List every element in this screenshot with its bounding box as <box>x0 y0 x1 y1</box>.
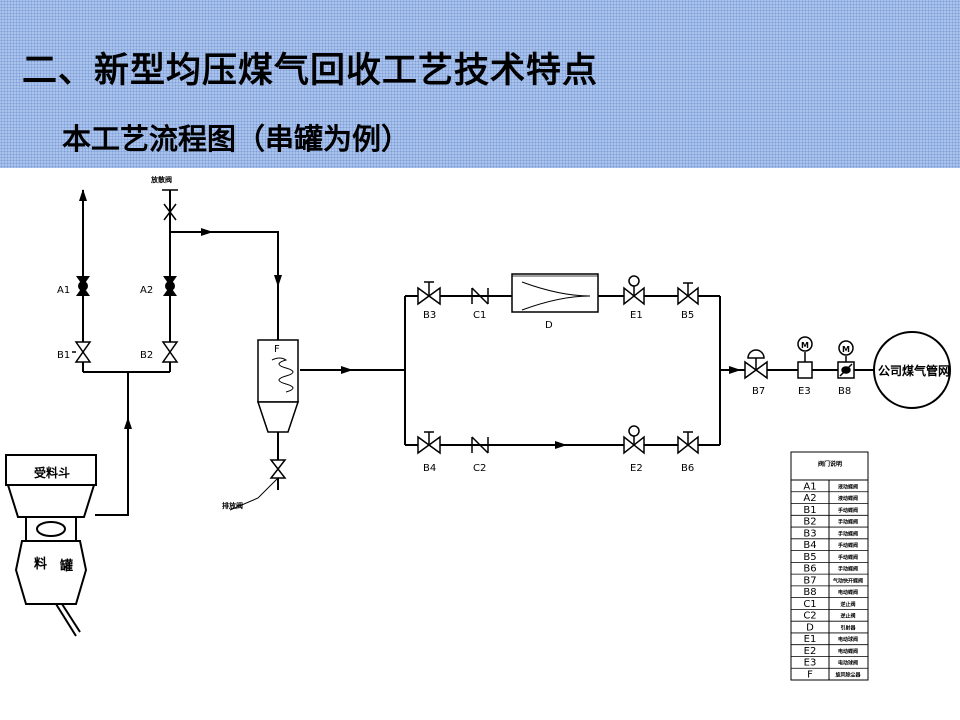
legend-code: D <box>806 622 814 633</box>
slide-title: 二、新型均压煤气回收工艺技术特点 <box>22 51 599 91</box>
legend-code: B6 <box>803 564 816 575</box>
legend-code: A2 <box>803 493 816 504</box>
gas-network-label: 公司煤气管网 <box>878 363 950 378</box>
legend-desc: 气动快开蝶阀 <box>832 577 863 584</box>
label-f: F <box>274 344 280 355</box>
valve-b6 <box>677 431 699 455</box>
legend-code: E3 <box>804 658 817 669</box>
legend-desc: 手动蝶阀 <box>838 519 858 526</box>
tank-char-2: 罐 <box>59 558 73 574</box>
legend-table <box>790 451 869 681</box>
valve-b5 <box>677 282 699 306</box>
legend-desc: 液动蝶阀 <box>838 495 858 502</box>
valve-b2 <box>161 341 179 363</box>
legend-desc: 旋风除尘器 <box>834 672 861 679</box>
legend-desc: 手动蝶阀 <box>838 542 858 549</box>
vent-valve <box>162 189 178 221</box>
legend-desc: 逆止阀 <box>840 601 855 608</box>
legend-desc: 逆止阀 <box>840 613 855 620</box>
check-valve-c2 <box>471 436 489 454</box>
check-valve-c1 <box>471 287 489 305</box>
pipe-to-separator <box>170 231 279 340</box>
label-b1: B1 <box>57 350 70 361</box>
gas-network-circle <box>873 331 951 409</box>
valve-b3 <box>417 281 441 306</box>
valve-b4 <box>417 431 441 455</box>
legend-code: C1 <box>803 599 816 610</box>
valve-e2 <box>623 425 645 455</box>
label-e1: E1 <box>630 310 643 321</box>
legend-title: 阀门说明 <box>818 460 842 468</box>
slide-header <box>0 0 960 168</box>
legend-code: E1 <box>804 634 817 645</box>
legend-desc: 液动蝶阀 <box>838 483 858 490</box>
valve-a2 <box>163 276 177 296</box>
label-b2: B2 <box>140 350 153 361</box>
legend-desc: 手动蝶阀 <box>838 566 858 573</box>
valve-b1 <box>72 341 92 363</box>
legend-code: B8 <box>803 587 816 598</box>
label-d: D <box>545 320 553 331</box>
legend-code: C2 <box>803 611 816 622</box>
legend-desc: 电动蝶阀 <box>838 648 858 655</box>
label-e3: E3 <box>798 386 811 397</box>
valve-b8 <box>837 340 855 379</box>
legend-code: F <box>807 670 813 681</box>
material-tank <box>14 516 88 637</box>
tank-char-1: 料 <box>34 556 47 572</box>
label-a2: A2 <box>140 285 153 296</box>
label-b3: B3 <box>423 310 436 321</box>
valve-a1 <box>76 276 90 296</box>
legend-desc: 电动球阀 <box>838 636 858 643</box>
label-a1: A1 <box>57 285 70 296</box>
legend-desc: 手动蝶阀 <box>838 530 858 537</box>
label-c2: C2 <box>473 463 486 474</box>
legend-desc: 引射器 <box>840 624 856 631</box>
legend-code: B4 <box>803 540 816 551</box>
pipe-from-tank <box>95 372 129 516</box>
ejector-d <box>511 273 599 313</box>
label-b4: B4 <box>423 463 436 474</box>
legend-code: E2 <box>804 646 817 657</box>
legend-code: B3 <box>803 528 816 539</box>
legend-rows: A1 液动蝶阀 A2 液动蝶阀 B1 手动蝶阀 B2 手动蝶阀 B3 手动蝶阀 B4 手动蝶阀 B5 手动… <box>791 481 868 681</box>
legend-code: B5 <box>803 552 816 563</box>
valve-bottom-f <box>269 459 287 479</box>
label-b5: B5 <box>681 310 694 321</box>
legend-code: B2 <box>803 517 816 528</box>
legend-desc: 电动蝶阀 <box>838 589 858 596</box>
legend-desc: 手动蝶阀 <box>838 507 858 514</box>
valve-e3 <box>797 336 813 379</box>
legend-code: B1 <box>803 505 816 516</box>
motor-label-e3: M <box>801 341 809 350</box>
label-e2: E2 <box>630 463 643 474</box>
label-leader-side <box>229 477 279 511</box>
label-b6: B6 <box>681 463 694 474</box>
valve-e1 <box>623 275 645 306</box>
motor-label-b8: M <box>842 345 850 354</box>
legend-code: B7 <box>803 575 816 586</box>
label-b7: B7 <box>752 386 765 397</box>
legend-desc: 手动蝶阀 <box>838 554 858 561</box>
slide-subtitle: 本工艺流程图（串罐为例） <box>62 122 411 156</box>
side-label: 排放阀 <box>222 501 243 510</box>
legend-code: A1 <box>803 481 816 492</box>
label-b8: B8 <box>838 386 851 397</box>
cyclone-separator-f <box>256 339 300 433</box>
vent-label: 放散阀 <box>150 175 172 184</box>
receiving-hopper <box>5 454 97 518</box>
valve-b7 <box>744 349 768 380</box>
label-c1: C1 <box>473 310 486 321</box>
hopper-label: 受料斗 <box>34 465 70 480</box>
legend-desc: 电动球阀 <box>838 660 858 667</box>
